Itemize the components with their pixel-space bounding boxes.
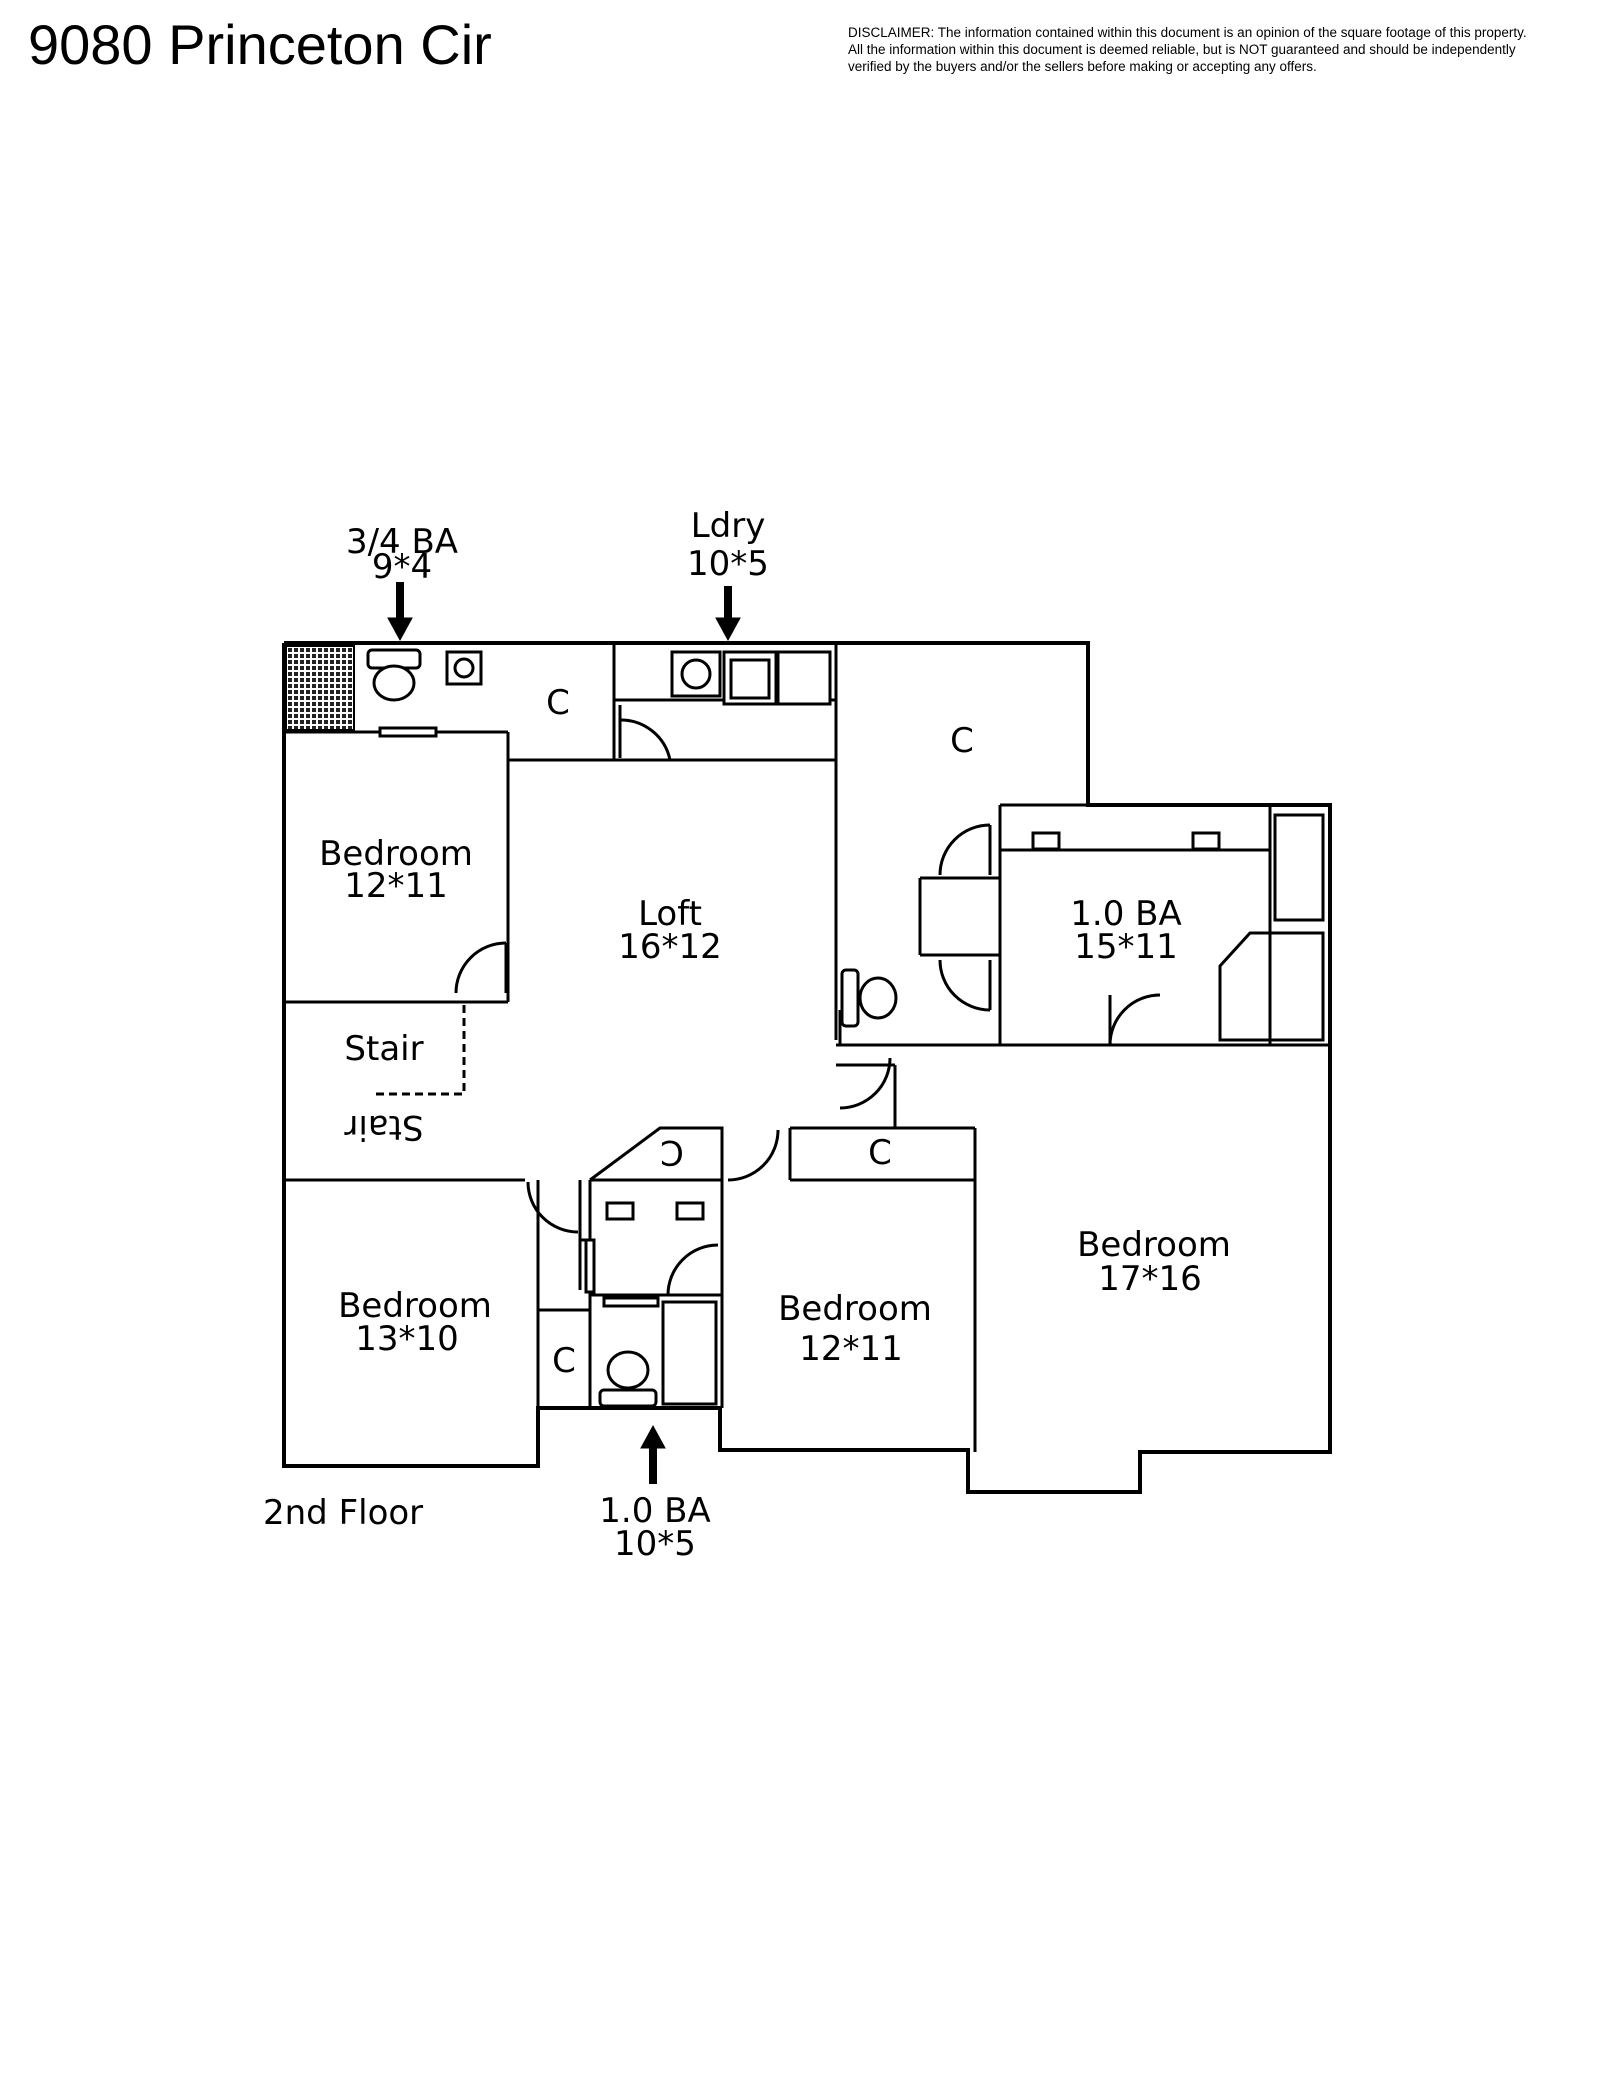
bath-east-dims: 15*11: [1074, 927, 1178, 967]
laundry-name: Ldry: [691, 506, 766, 546]
floor-label: 2nd Floor: [263, 1493, 423, 1533]
loft-dims: 16*12: [618, 927, 722, 967]
arrow-down-icon: [387, 617, 413, 642]
interior-walls: [284, 643, 1330, 1452]
door-swing: [666, 1243, 719, 1296]
bath-east-name: 1.0 BA: [1070, 894, 1181, 934]
sink-icon: [605, 1201, 635, 1221]
closet-label: C: [552, 1341, 576, 1381]
bedroom-nw-name: Bedroom: [319, 834, 473, 874]
door-swing: [839, 1057, 892, 1110]
property-address: 9080 Princeton Cir: [28, 13, 492, 76]
bedroom-sw-name: Bedroom: [338, 1286, 492, 1326]
bedroom-s-name: Bedroom: [778, 1289, 932, 1329]
bath-south-name: 1.0 BA: [599, 1491, 710, 1531]
doors: [454, 705, 1161, 1296]
shower-tile: [286, 646, 354, 730]
pointer-arrows: [387, 582, 741, 1484]
loft-name: Loft: [638, 894, 702, 934]
closet-label: C: [546, 683, 570, 723]
arrow-up-icon: [640, 1424, 666, 1449]
stair-line: [372, 1005, 466, 1096]
door-swing: [938, 959, 991, 1012]
closet-label: C: [868, 1133, 892, 1173]
bath-south-dims: 10*5: [614, 1524, 696, 1564]
laundry-dims: 10*5: [687, 544, 769, 584]
stair-label-flipped: Stair: [344, 1107, 423, 1147]
stair-label: Stair: [344, 1029, 423, 1069]
closet-label: C: [660, 1132, 684, 1172]
bedroom-nw-dims: 12*11: [344, 866, 448, 906]
toilet-icon: [598, 1388, 658, 1408]
sink-icon: [675, 1201, 705, 1221]
disclaimer-line-2: All the information within this document…: [848, 42, 1516, 57]
sink-icon: [1191, 831, 1221, 851]
bath-34-dims: 9*4: [372, 547, 432, 587]
arrow-down-icon: [715, 617, 741, 642]
window-icon: [378, 726, 438, 738]
window-icon: [584, 1238, 596, 1294]
toilet-icon: [840, 968, 860, 1028]
fixtures: [366, 648, 1221, 1408]
door-swing: [454, 941, 507, 994]
door-swing: [526, 1181, 579, 1234]
bedroom-s-dims: 12*11: [799, 1329, 903, 1369]
door-swing: [727, 1129, 780, 1182]
bedroom-sw-dims: 13*10: [355, 1319, 459, 1359]
disclaimer: DISCLAIMER: The information contained wi…: [848, 24, 1598, 75]
disclaimer-line-3: verified by the buyers and/or the seller…: [848, 59, 1317, 74]
bath-34-name: 3/4 BA: [346, 522, 458, 562]
bedroom-se-name: Bedroom: [1077, 1225, 1231, 1265]
exterior-walls: [282, 641, 1332, 1494]
bedroom-se-dims: 17*16: [1098, 1259, 1202, 1299]
dryer-icon: [776, 650, 832, 706]
door-swing: [938, 823, 991, 876]
sink-icon: [1031, 831, 1061, 851]
door-swing: [1108, 993, 1161, 1046]
window-icon: [602, 1296, 660, 1308]
disclaimer-line-1: DISCLAIMER: The information contained wi…: [848, 25, 1527, 40]
closet-label: C: [950, 721, 974, 761]
door-swing: [619, 718, 672, 761]
